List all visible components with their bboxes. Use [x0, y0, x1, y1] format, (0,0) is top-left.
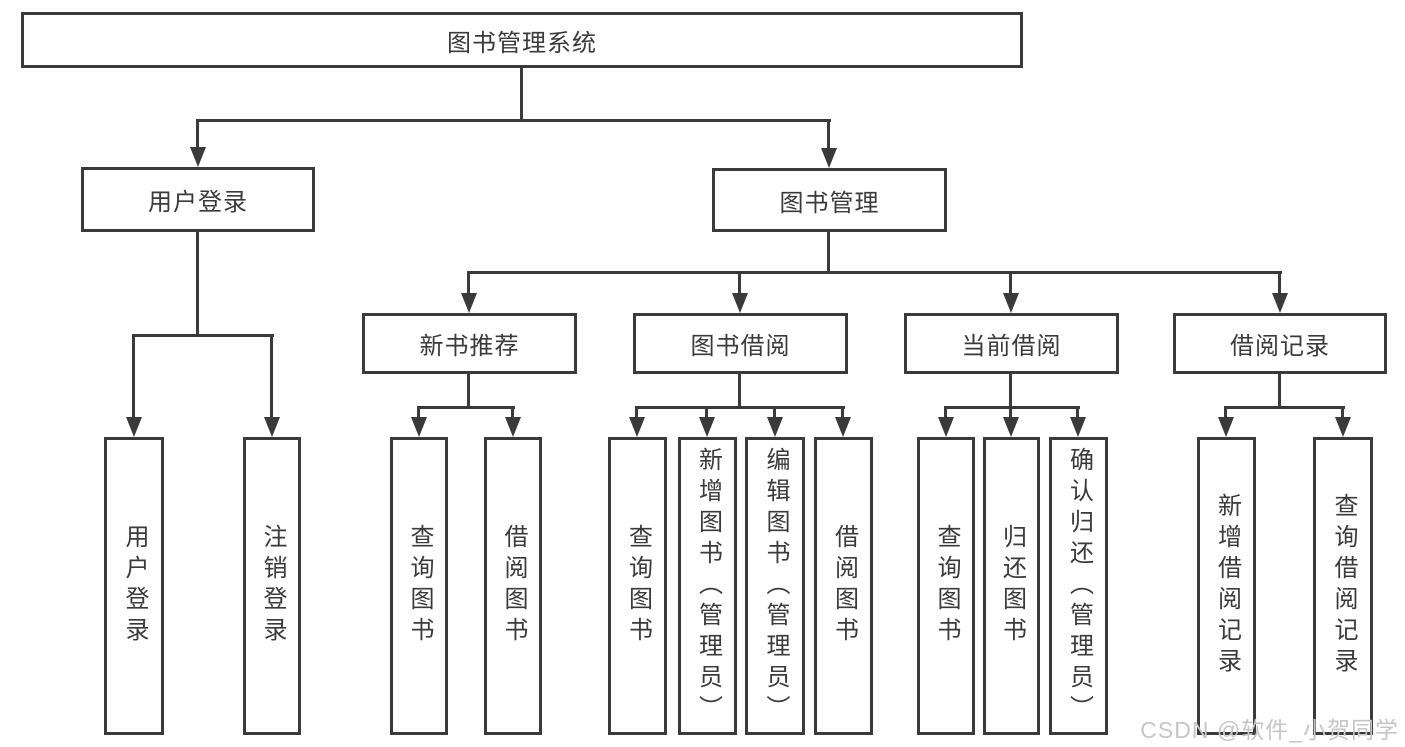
connector-vertical-line	[1009, 374, 1012, 409]
watermark: CSDN @软件_小贺同学	[1140, 717, 1399, 743]
node-book-borrowing: 图书借阅	[633, 313, 848, 374]
arrowhead-down-icon	[190, 147, 206, 167]
leaf-label: 借阅图书	[500, 524, 527, 648]
node-label: 新书推荐	[419, 333, 520, 360]
node-library-management-system: 图书管理系统	[21, 12, 1023, 68]
connector-arrow-stem	[773, 407, 776, 417]
arrowhead-down-icon	[264, 417, 280, 437]
leaf-query-books-borrowing: 查询图书	[608, 437, 667, 735]
leaf-return-books: 归还图书	[983, 437, 1040, 735]
connector-arrow-stem	[196, 120, 199, 147]
connector-arrow-stem	[1341, 407, 1344, 417]
arrowhead-down-icon	[1218, 417, 1234, 437]
node-new-book-recommendation: 新书推荐	[362, 313, 577, 374]
arrowhead-down-icon	[938, 417, 954, 437]
connector-horizontal-line	[196, 119, 831, 122]
arrowhead-down-icon	[732, 293, 748, 313]
connector-arrow-stem	[270, 335, 273, 417]
leaf-borrow-books-borrowing: 借阅图书	[814, 437, 873, 735]
connector-arrow-stem	[1009, 272, 1012, 293]
arrowhead-down-icon	[1272, 293, 1288, 313]
arrowhead-down-icon	[767, 417, 783, 437]
leaf-label: 确认归还（管理员）	[1065, 446, 1093, 726]
connector-arrow-stem	[1278, 272, 1281, 293]
node-label: 图书管理	[779, 189, 880, 217]
leaf-label: 查询图书	[933, 524, 960, 648]
connector-arrow-stem	[841, 407, 844, 417]
connector-arrow-stem	[467, 272, 470, 293]
leaf-add-borrowing-record: 新增借阅记录	[1197, 437, 1256, 735]
leaf-label: 查询借阅记录	[1330, 493, 1357, 679]
connector-horizontal-line	[1224, 406, 1345, 409]
arrowhead-down-icon	[1070, 417, 1086, 437]
leaf-label: 借阅图书	[830, 524, 858, 648]
connector-arrow-stem	[1076, 407, 1079, 417]
connector-vertical-line	[827, 232, 830, 274]
node-current-borrowing: 当前借阅	[904, 313, 1119, 374]
node-book-management: 图书管理	[712, 168, 947, 232]
connector-arrow-stem	[1224, 407, 1227, 417]
connector-arrow-stem	[827, 120, 830, 148]
leaf-label: 编辑图书（管理员）	[762, 446, 789, 726]
connector-arrow-stem	[417, 407, 420, 417]
connector-vertical-line	[1278, 374, 1281, 409]
leaf-label: 新增图书（管理员）	[694, 446, 722, 726]
connector-arrow-stem	[511, 407, 514, 417]
connector-vertical-line	[520, 68, 523, 122]
arrowhead-down-icon	[411, 417, 427, 437]
leaf-label: 查询图书	[406, 524, 433, 648]
connector-horizontal-line	[132, 334, 274, 337]
leaf-label: 注销登录	[259, 524, 286, 648]
leaf-label: 新增借阅记录	[1213, 493, 1241, 679]
arrowhead-down-icon	[629, 417, 645, 437]
arrowhead-down-icon	[835, 417, 851, 437]
connector-vertical-line	[738, 374, 741, 409]
connector-horizontal-line	[467, 271, 1282, 274]
arrowhead-down-icon	[1003, 417, 1019, 437]
arrowhead-down-icon	[1003, 293, 1019, 313]
arrowhead-down-icon	[126, 417, 142, 437]
leaf-query-books-current: 查询图书	[917, 437, 975, 735]
leaf-query-borrowing-record: 查询借阅记录	[1313, 437, 1373, 735]
connector-arrow-stem	[635, 407, 638, 417]
arrowhead-down-icon	[461, 293, 477, 313]
arrowhead-down-icon	[505, 417, 521, 437]
node-label: 图书管理系统	[447, 29, 597, 57]
connector-vertical-line	[196, 232, 199, 337]
leaf-logout: 注销登录	[243, 437, 301, 735]
leaf-user-login: 用户登录	[104, 437, 164, 735]
node-label: 当前借阅	[961, 333, 1062, 360]
connector-arrow-stem	[944, 407, 947, 417]
connector-arrow-stem	[738, 272, 741, 293]
connector-vertical-line	[467, 374, 470, 409]
node-label: 图书借阅	[690, 333, 791, 360]
arrowhead-down-icon	[699, 417, 715, 437]
leaf-label: 归还图书	[998, 524, 1026, 648]
leaf-label: 用户登录	[121, 524, 148, 648]
node-label: 借阅记录	[1230, 333, 1330, 360]
leaf-edit-books-admin: 编辑图书（管理员）	[745, 437, 805, 735]
connector-arrow-stem	[705, 407, 708, 417]
leaf-add-books-admin: 新增图书（管理员）	[678, 437, 737, 735]
connector-arrow-stem	[132, 335, 135, 417]
connector-horizontal-line	[635, 406, 845, 409]
leaf-query-books-recommend: 查询图书	[390, 437, 448, 735]
leaf-confirm-return-admin: 确认归还（管理员）	[1049, 437, 1108, 735]
node-user-login: 用户登录	[81, 167, 315, 232]
node-label: 用户登录	[148, 189, 248, 216]
node-borrowing-records: 借阅记录	[1173, 313, 1387, 374]
connector-arrow-stem	[1009, 407, 1012, 417]
leaf-borrow-books-recommend: 借阅图书	[484, 437, 542, 735]
leaf-label: 查询图书	[624, 524, 652, 648]
connector-horizontal-line	[417, 406, 515, 409]
connector-horizontal-line	[944, 406, 1080, 409]
arrowhead-down-icon	[821, 148, 837, 168]
arrowhead-down-icon	[1335, 417, 1351, 437]
